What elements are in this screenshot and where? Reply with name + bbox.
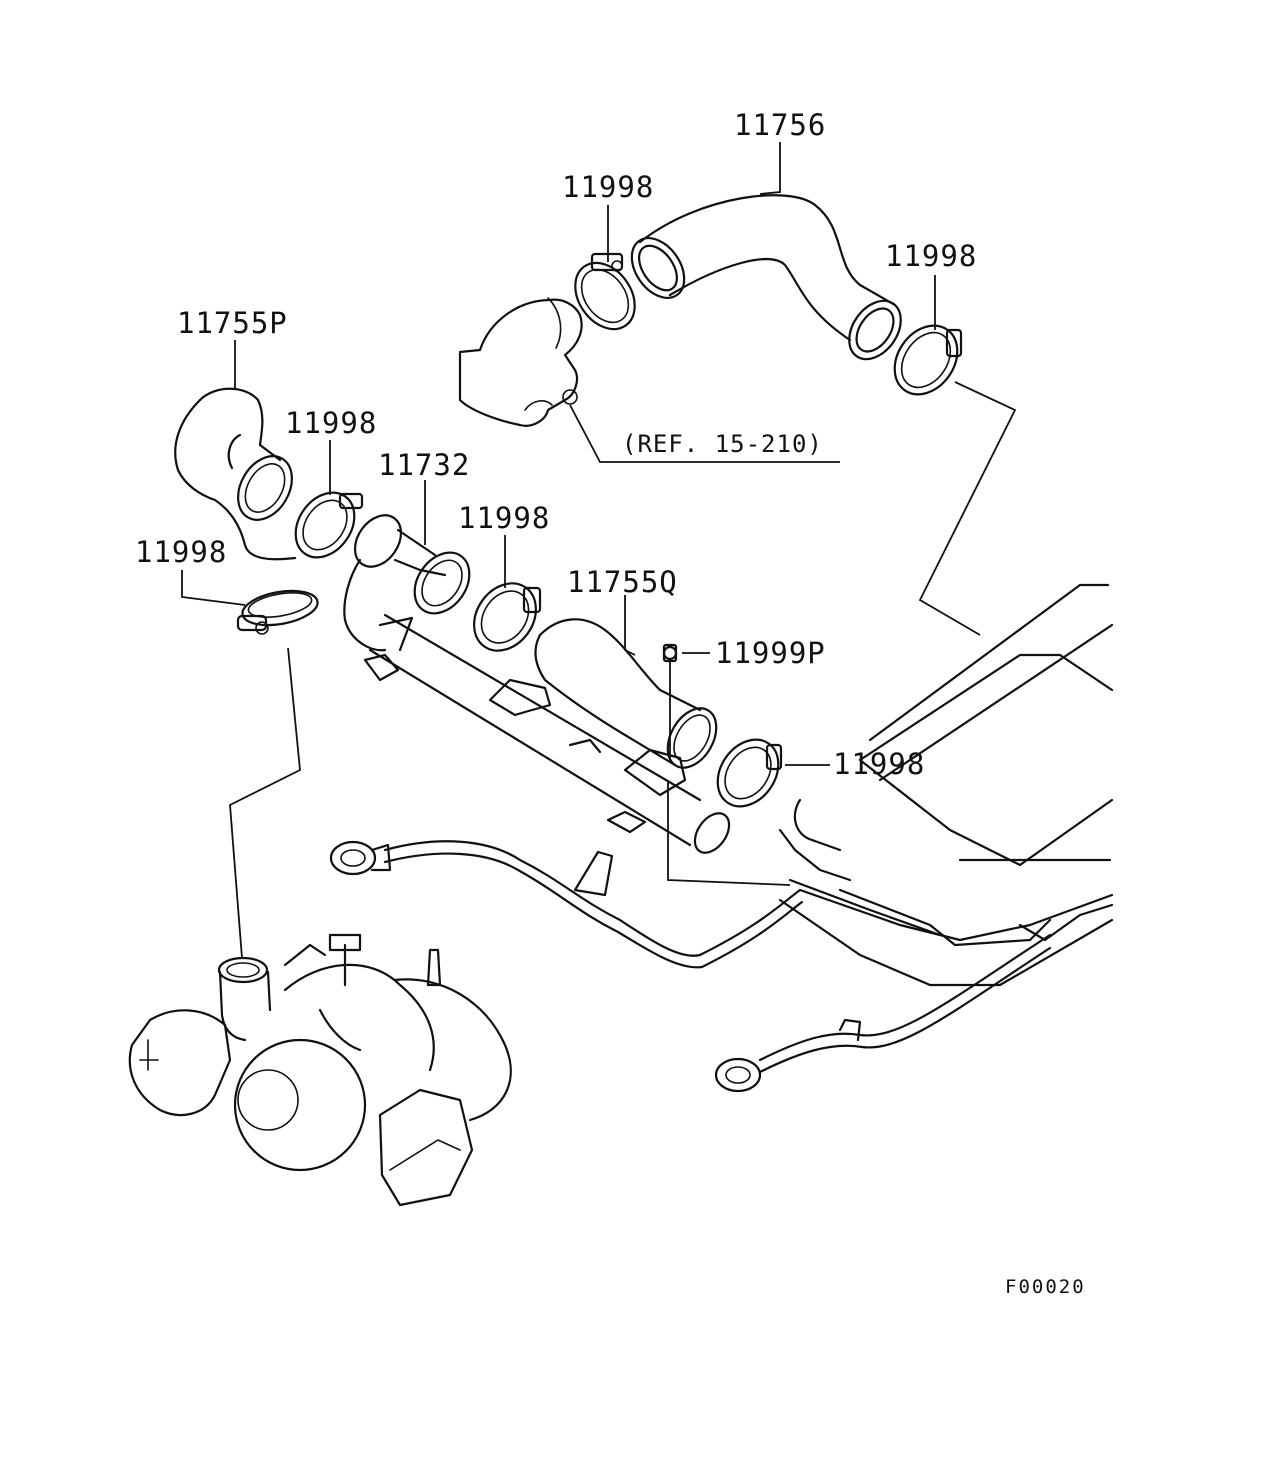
label-reference: (REF. 15-210): [622, 430, 823, 458]
label-hose-11756: 11756: [734, 108, 826, 142]
label-clamp-right: 11998: [833, 747, 925, 781]
hose-11756: [630, 194, 902, 361]
vehicle-body: [778, 583, 1114, 947]
pipe-11732: [343, 514, 731, 854]
part-labels: 11756 11998 11998 11755P 11998 11732 119…: [135, 108, 1086, 1298]
label-clamp-left-upper: 11998: [285, 406, 377, 440]
label-hose-11755P: 11755P: [177, 306, 288, 340]
bolt-11999P: [662, 643, 678, 663]
hose-11755P: [174, 387, 297, 561]
clamp-top-right: [893, 324, 963, 396]
turbocharger: [128, 933, 512, 1207]
cable-harness: [329, 840, 1114, 1093]
clamp-left-lower: [236, 589, 319, 635]
hose-11755Q: [534, 618, 718, 769]
label-clamp-middle: 11998: [458, 501, 550, 535]
label-hose-11755Q: 11755Q: [567, 565, 678, 599]
clamp-right: [716, 738, 783, 808]
label-pipe-11732: 11732: [378, 448, 470, 482]
label-clamp-top-left: 11998: [562, 170, 654, 204]
label-bolt-11999P: 11999P: [715, 636, 826, 670]
leader-lines: [181, 142, 1017, 959]
label-clamp-left-lower: 11998: [135, 535, 227, 569]
figure-code: F00020: [1005, 1276, 1086, 1298]
clamp-middle: [473, 582, 542, 652]
clamp-left-upper: [294, 491, 364, 559]
reference-outlet-part: [458, 297, 583, 427]
clamp-top-left: [574, 252, 636, 331]
label-clamp-top-right: 11998: [885, 239, 977, 273]
